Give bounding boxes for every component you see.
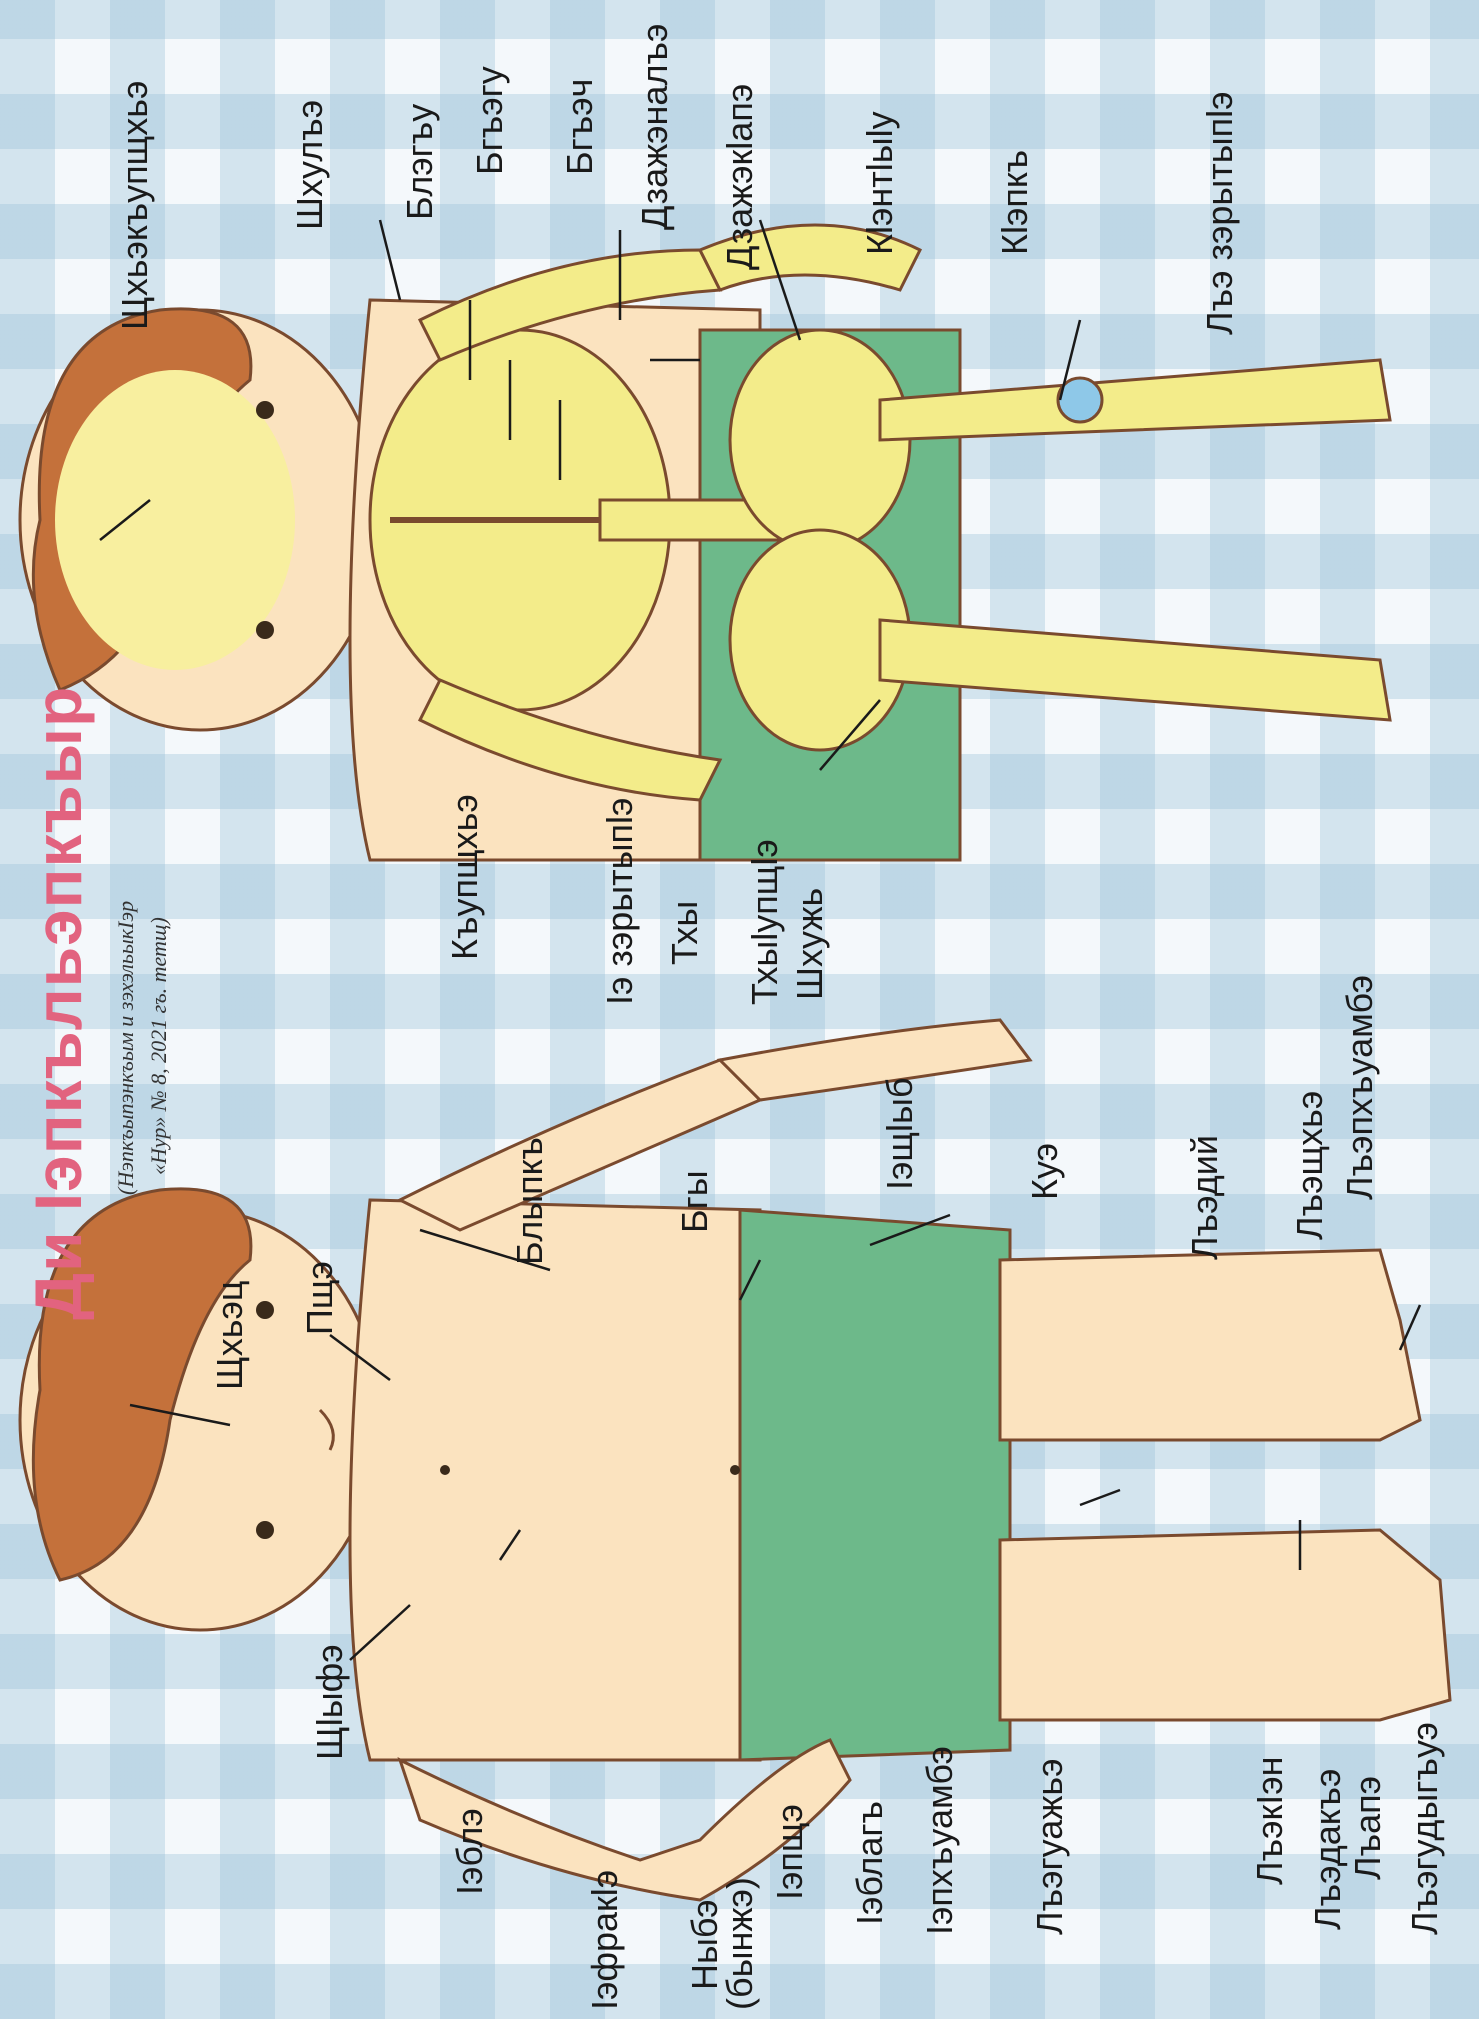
caption-line-2: «Нур» № 8, 2021 гъ. тетщ) [145, 917, 173, 1175]
label-coccyx: Кlэпкъ [995, 150, 1035, 255]
label-toenail: Лъэгудыгъуэ [1405, 1722, 1445, 1935]
label-foot-sole: Лъапэ [1348, 1776, 1388, 1880]
label-navel-belly: Бгы [675, 1170, 715, 1233]
label-backbone: Тхыlупщlэ [745, 839, 785, 1005]
label-toes: Лъэпхъуамбэ [1340, 975, 1380, 1200]
label-humerus: Къупщхьэ [445, 794, 485, 960]
page-title: Ди Iэпкъльэпкъыр [20, 686, 96, 1320]
label-neck: Пщэ [300, 1261, 340, 1335]
label-kneecap: Лъэ зэрытыпlэ [1200, 92, 1240, 336]
label-heel: ЛъэкIэн [1250, 1757, 1290, 1886]
label-clavicle: Шхулъэ [290, 100, 330, 230]
label-ankle: Лъэщхьэ [1290, 1091, 1330, 1240]
label-sternum: Бгъэгу [470, 66, 510, 175]
label-spine-lower: Дзажэкlапэ [720, 84, 760, 270]
label-scapula: Блэгъу [400, 104, 440, 220]
label-spine-upper: Дзажэналъэ [635, 24, 675, 230]
label-elbow-joint: Iэ зэрытыпlэ [600, 798, 640, 1005]
label-chest: Блыпкъ [510, 1137, 550, 1265]
label-ribs: Бгъэч [560, 79, 600, 175]
label-pelvis: Кlэнтlыlу [860, 111, 900, 255]
label-vertebra: Тхы [665, 901, 705, 965]
caption-line-1: (Нэпкъыпэнкъым и зэхэльыкIэр [112, 901, 140, 1195]
label-fingers: Iэпхъуамбэ [920, 1746, 960, 1935]
label-femur: Шхужь [790, 888, 830, 1000]
label-head: Щхьэц [210, 1281, 250, 1391]
label-thigh: Куэ [1025, 1143, 1065, 1200]
label-skull: Щхьэкъупщхьэ [115, 81, 155, 330]
label-elbow: Iэфракlэ [585, 1870, 625, 2010]
label-shoulder: Щlыфэ [310, 1644, 350, 1760]
label-hand: Iэщlыб [880, 1078, 920, 1190]
label-arm: Iэблэ [450, 1808, 490, 1895]
label-navel-alt: (бынжэ) [720, 1877, 760, 2010]
label-knee: Лъэгуажьэ [1030, 1759, 1070, 1935]
label-foot-top: Лъэдакъэ [1308, 1769, 1348, 1930]
label-forearm: Iэблагъ [850, 1801, 890, 1925]
label-shin: Лъэдий [1185, 1135, 1225, 1260]
label-wrist: Iэпщэ [770, 1804, 810, 1900]
